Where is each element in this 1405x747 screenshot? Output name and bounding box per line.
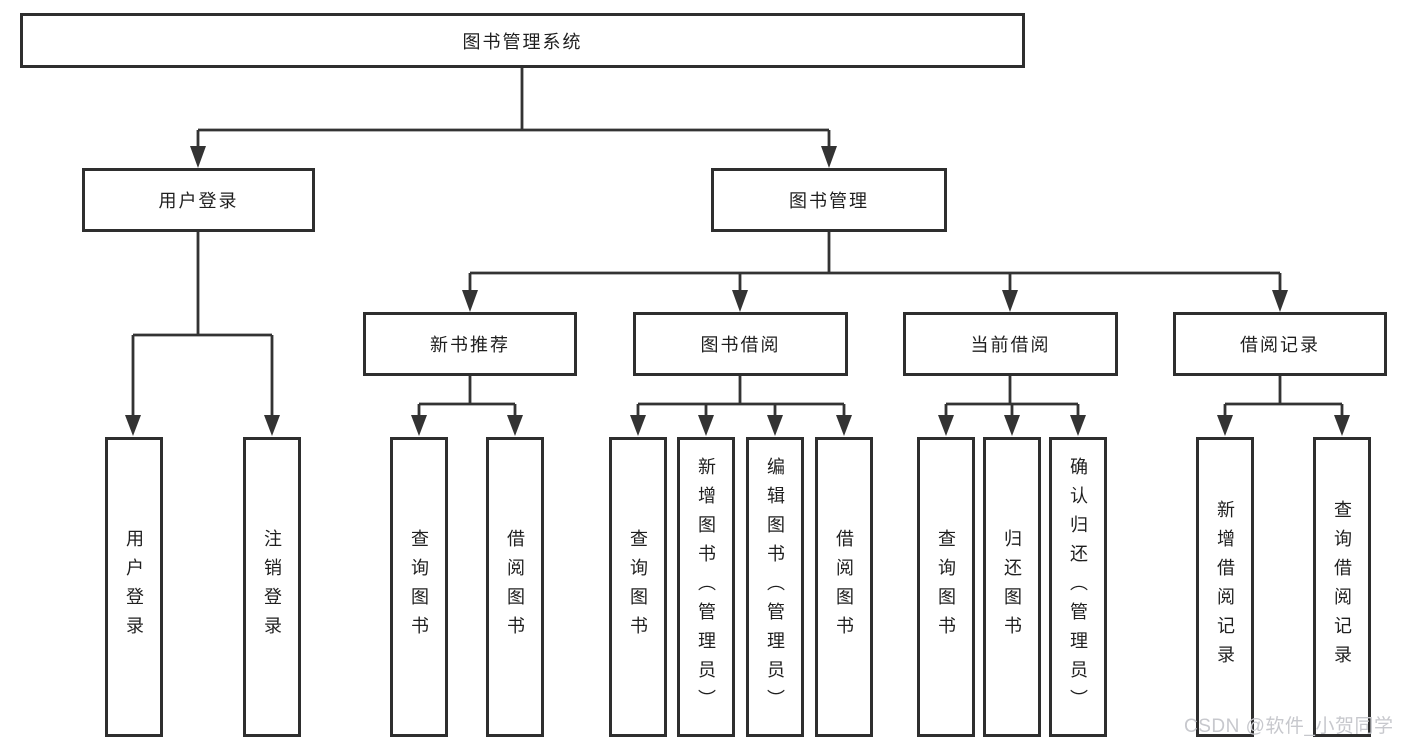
arrowheads	[125, 146, 1350, 436]
leaf-query-books-current: 查询图书	[917, 437, 975, 737]
leaf-query-borrow-record: 查询借阅记录	[1313, 437, 1371, 737]
node-label: 借阅图书	[505, 529, 525, 645]
leaf-user-login: 用户登录	[105, 437, 163, 737]
node-label: 用户登录	[158, 191, 239, 211]
node-current-borrowing: 当前借阅	[903, 312, 1118, 376]
leaf-confirm-return-admin: 确认归还（管理员）	[1049, 437, 1107, 737]
node-book-management: 图书管理	[711, 168, 947, 232]
leaf-borrow-books: 借阅图书	[815, 437, 873, 737]
leaf-query-books-borrow: 查询图书	[609, 437, 667, 737]
leaf-add-book-admin: 新增图书（管理员）	[677, 437, 735, 737]
node-label: 编辑图书（管理员）	[765, 456, 785, 718]
connector-new-book-recommend-to-children	[417, 376, 517, 418]
node-label: 新增图书（管理员）	[696, 456, 716, 718]
node-label: 图书借阅	[700, 335, 781, 355]
node-new-book-recommend: 新书推荐	[363, 312, 577, 376]
connector-current-borrowing-to-children	[944, 376, 1080, 418]
leaf-borrow-books-recommend: 借阅图书	[486, 437, 544, 737]
node-label: 图书管理系统	[462, 31, 583, 52]
csdn-watermark: CSDN @软件_小贺同学	[1184, 716, 1394, 737]
node-label: 查询图书	[936, 529, 956, 645]
node-borrowing-records: 借阅记录	[1173, 312, 1387, 376]
connector-book-management-to-level3	[468, 232, 1282, 293]
connector-borrowing-records-to-children	[1223, 376, 1344, 418]
node-label: 借阅图书	[834, 529, 854, 645]
connector-root-to-level2	[196, 68, 831, 149]
leaf-query-books-recommend: 查询图书	[390, 437, 448, 737]
node-label: 查询图书	[628, 529, 648, 645]
leaf-logout: 注销登录	[243, 437, 301, 737]
node-label: 借阅记录	[1240, 335, 1320, 355]
node-book-borrowing: 图书借阅	[633, 312, 848, 376]
node-label: 查询图书	[409, 529, 429, 645]
node-label: 归还图书	[1002, 529, 1022, 645]
node-label: 确认归还（管理员）	[1068, 456, 1088, 718]
node-label: 新书推荐	[430, 335, 510, 355]
leaf-return-books: 归还图书	[983, 437, 1041, 737]
node-user-login: 用户登录	[82, 168, 315, 232]
node-label: 注销登录	[262, 529, 282, 645]
connector-user-login-to-children	[131, 232, 274, 418]
node-label: 新增借阅记录	[1215, 500, 1235, 674]
leaf-edit-book-admin: 编辑图书（管理员）	[746, 437, 804, 737]
leaf-add-borrow-record: 新增借阅记录	[1196, 437, 1254, 737]
connector-book-borrowing-to-children	[636, 376, 846, 418]
node-label: 图书管理	[789, 191, 869, 211]
node-library-management-system: 图书管理系统	[20, 13, 1025, 68]
node-label: 查询借阅记录	[1332, 500, 1352, 674]
node-label: 用户登录	[124, 529, 144, 645]
node-label: 当前借阅	[970, 335, 1051, 355]
